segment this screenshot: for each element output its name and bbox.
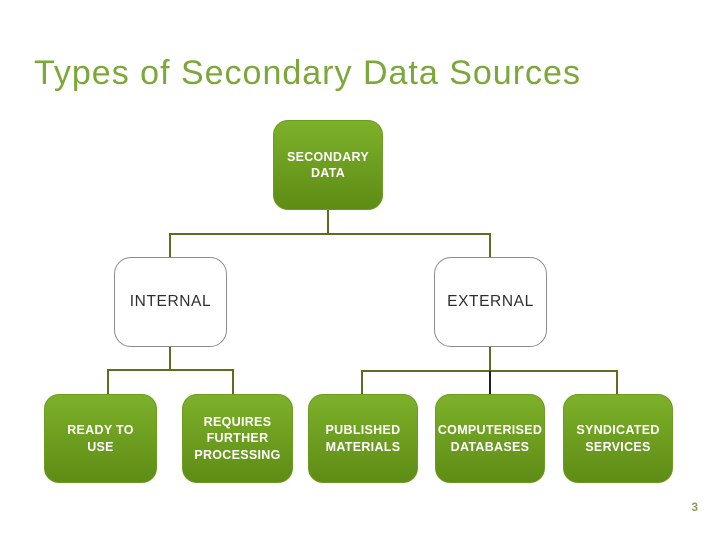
connector-computerised-stub	[489, 371, 491, 394]
node-requires-further-processing: REQUIRES FURTHER PROCESSING	[182, 394, 293, 483]
node-syndicated-services: SYNDICATED SERVICES	[563, 394, 673, 483]
connector-syndicated-stub	[616, 371, 618, 394]
node-ready-to-use: READY TO USE	[44, 394, 157, 483]
node-ready-to-use-label: READY TO USE	[67, 423, 134, 454]
connector-published-stub	[361, 371, 363, 394]
connector-level2-horizontal	[169, 233, 491, 235]
connector-root-vertical	[327, 210, 329, 234]
connector-external-vertical	[489, 347, 491, 371]
node-computerised-databases: COMPUTERISED DATABASES	[435, 394, 545, 483]
connector-internal-stub	[169, 234, 171, 257]
node-syndicated-services-label: SYNDICATED SERVICES	[576, 423, 660, 454]
node-external-label: EXTERNAL	[447, 293, 534, 310]
node-external: EXTERNAL	[434, 257, 547, 347]
node-requires-further-processing-label: REQUIRES FURTHER PROCESSING	[194, 415, 281, 462]
connector-ready-stub	[107, 370, 109, 394]
node-published-materials-label: PUBLISHED MATERIALS	[325, 423, 401, 454]
page-number: 3	[691, 500, 698, 514]
node-secondary-data-label: SECONDARY DATA	[286, 149, 370, 180]
node-internal: INTERNAL	[114, 257, 227, 347]
connector-requires-stub	[232, 370, 234, 394]
connector-internal-vertical	[169, 347, 171, 370]
node-secondary-data: SECONDARY DATA	[273, 120, 383, 210]
node-computerised-databases-label: COMPUTERISED DATABASES	[437, 423, 543, 454]
connector-external-stub	[489, 234, 491, 257]
connector-internal-horizontal	[107, 369, 234, 371]
node-internal-label: INTERNAL	[129, 293, 212, 310]
slide-title: Types of Secondary Data Sources	[34, 54, 581, 92]
node-published-materials: PUBLISHED MATERIALS	[308, 394, 418, 483]
